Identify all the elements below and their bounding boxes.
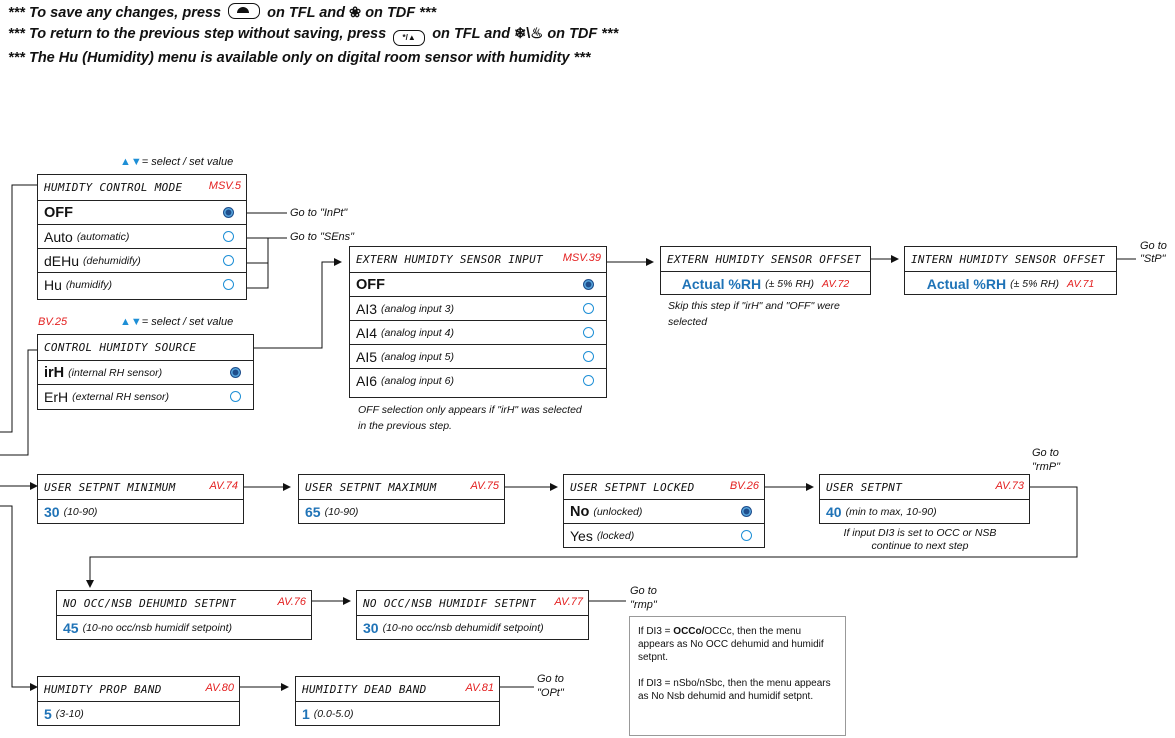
radio-selected-icon	[583, 279, 594, 290]
object-tag: AV.77	[554, 596, 583, 608]
radio-icon	[741, 530, 752, 541]
menu-title: USER SETPNT MINIMUM	[44, 480, 176, 494]
radio-icon	[583, 327, 594, 338]
goto-stp: Go to "StP"	[1140, 240, 1167, 265]
setpoint-value[interactable]: 30(10-no occ/nsb dehumidif setpoint)	[363, 619, 544, 636]
option-off[interactable]: OFF	[350, 273, 606, 297]
option-hu[interactable]: Hu(humidify)	[38, 273, 246, 297]
snowflake-flame-icon: ❄\♨	[514, 26, 544, 42]
up-down-arrows-icon: ▲▼	[120, 316, 142, 328]
setpoint-value[interactable]: 1(0.0-5.0)	[302, 705, 354, 722]
menu-title: HUMIDITY DEAD BAND	[302, 682, 427, 696]
option-yes[interactable]: Yes(locked)	[564, 524, 764, 548]
extern-offset-note: Skip this step if "irH" and "OFF" were s…	[668, 300, 840, 328]
goto-opt: Go to "OPt"	[537, 673, 564, 699]
object-tag: AV.75	[470, 480, 499, 492]
radio-selected-icon	[741, 506, 752, 517]
menu-title: CONTROL HUMIDTY SOURCE	[44, 341, 197, 354]
setpoint-maximum-menu: USER SETPNT MAXIMUM AV.75 65(10-90)	[298, 474, 505, 524]
object-tag: AV.80	[205, 682, 234, 694]
extern-sensor-input-menu: EXTERN HUMIDTY SENSOR INPUT MSV.39 OFF AI…	[349, 246, 607, 398]
tfl-save-button-icon	[228, 3, 261, 19]
radio-icon	[223, 279, 234, 290]
setpoint-value[interactable]: 5(3-10)	[44, 705, 84, 722]
object-tag: MSV.39	[562, 252, 601, 264]
radio-icon	[223, 255, 234, 266]
menu-title: INTERN HUMIDTY SENSOR OFFSET	[911, 252, 1105, 266]
extern-offset-menu: EXTERN HUMIDTY SENSOR OFFSET Actual %RH(…	[660, 246, 871, 295]
menu-title: HUMIDTY CONTROL MODE	[44, 181, 183, 194]
no-occ-dehumid-menu: NO OCC/NSB DEHUMID SETPNT AV.76 45(10-no …	[56, 590, 312, 640]
option-irh[interactable]: irH(internal RH sensor)	[38, 361, 253, 385]
radio-selected-icon	[230, 367, 241, 378]
object-tag: MSV.5	[208, 180, 241, 192]
radio-selected-icon	[223, 207, 234, 218]
option-ai4[interactable]: AI4(analog input 4)	[350, 321, 606, 345]
menu-title: USER SETPNT	[826, 480, 903, 494]
radio-icon	[583, 375, 594, 386]
option-no[interactable]: No(unlocked)	[564, 500, 764, 524]
menu-title: EXTERN HUMIDTY SENSOR INPUT	[356, 253, 543, 266]
return-instruction: *** To return to the previous step witho…	[8, 26, 618, 46]
setpoint-value[interactable]: 65(10-90)	[305, 503, 359, 520]
goto-rmp-2: Go to "rmp"	[630, 585, 657, 611]
option-off[interactable]: OFF	[38, 201, 246, 225]
radio-icon	[583, 303, 594, 314]
goto-sens: Go to "SEns"	[290, 231, 355, 243]
option-auto[interactable]: Auto(automatic)	[38, 225, 246, 249]
setpoint-value[interactable]: 40(min to max, 10-90)	[826, 503, 937, 520]
menu-title: EXTERN HUMIDTY SENSOR OFFSET	[667, 252, 861, 266]
extern-input-note: OFF selection only appears if "irH" was …	[358, 404, 582, 432]
source-tag: BV.25	[38, 316, 68, 328]
radio-icon	[583, 351, 594, 362]
object-tag: AV.73	[995, 480, 1024, 492]
object-tag: BV.26	[729, 480, 759, 492]
offset-value[interactable]: Actual %RH(± 5% RH)AV.71	[926, 275, 1095, 292]
option-ai5[interactable]: AI5(analog input 5)	[350, 345, 606, 369]
save-instruction: *** To save any changes, press on TFL an…	[8, 3, 437, 21]
humidity-availability-note: *** The Hu (Humidity) menu is available …	[8, 50, 591, 66]
option-ai6[interactable]: AI6(analog input 6)	[350, 369, 606, 393]
user-setpoint-note: If input DI3 is set to OCC or NSB contin…	[843, 527, 997, 552]
prop-band-menu: HUMIDTY PROP BAND AV.80 5(3-10)	[37, 676, 240, 726]
option-dehu[interactable]: dEHu(dehumidify)	[38, 249, 246, 273]
option-erh[interactable]: ErH(external RH sensor)	[38, 385, 253, 409]
goto-inpt: Go to "InPt"	[290, 207, 348, 219]
humidity-control-mode-menu: HUMIDTY CONTROL MODE MSV.5 OFF Auto(auto…	[37, 174, 247, 300]
setpoint-minimum-menu: USER SETPNT MINIMUM AV.74 30(10-90)	[37, 474, 244, 524]
menu-title: HUMIDTY PROP BAND	[44, 682, 162, 696]
di3-note: If DI3 = OCCo/OCCc, then the menu appear…	[629, 616, 846, 736]
user-setpoint-menu: USER SETPNT AV.73 40(min to max, 10-90)	[819, 474, 1030, 524]
dead-band-menu: HUMIDITY DEAD BAND AV.81 1(0.0-5.0)	[295, 676, 500, 726]
control-humidity-source-menu: CONTROL HUMIDTY SOURCE irH(internal RH s…	[37, 334, 254, 410]
offset-value[interactable]: Actual %RH(± 5% RH)AV.72	[681, 275, 850, 292]
intern-offset-menu: INTERN HUMIDTY SENSOR OFFSET Actual %RH(…	[904, 246, 1117, 295]
radio-icon	[223, 231, 234, 242]
menu-title: USER SETPNT LOCKED	[570, 480, 695, 494]
menu-title: USER SETPNT MAXIMUM	[305, 480, 437, 494]
object-tag: AV.76	[277, 596, 306, 608]
menu-title: NO OCC/NSB HUMIDIF SETPNT	[363, 596, 537, 610]
goto-rmp: Go to "rmP"	[1032, 447, 1060, 473]
radio-icon	[230, 391, 241, 402]
setpoint-value[interactable]: 45(10-no occ/nsb humidif setpoint)	[63, 619, 232, 636]
menu-title: NO OCC/NSB DEHUMID SETPNT	[63, 596, 237, 610]
up-down-arrows-icon: ▲▼	[120, 156, 142, 168]
object-tag: AV.74	[209, 480, 238, 492]
fan-icon: ❀	[349, 5, 362, 21]
tfl-mode-button-icon: */▲	[393, 30, 426, 46]
setpoint-locked-menu: USER SETPNT LOCKED BV.26 No(unlocked) Yes…	[563, 474, 765, 548]
select-legend: ▲▼= select / set value	[120, 316, 234, 328]
select-legend: ▲▼= select / set value	[120, 156, 234, 168]
no-occ-humidif-menu: NO OCC/NSB HUMIDIF SETPNT AV.77 30(10-no …	[356, 590, 589, 640]
option-ai3[interactable]: AI3(analog input 3)	[350, 297, 606, 321]
setpoint-value[interactable]: 30(10-90)	[44, 503, 98, 520]
object-tag: AV.81	[465, 682, 494, 694]
